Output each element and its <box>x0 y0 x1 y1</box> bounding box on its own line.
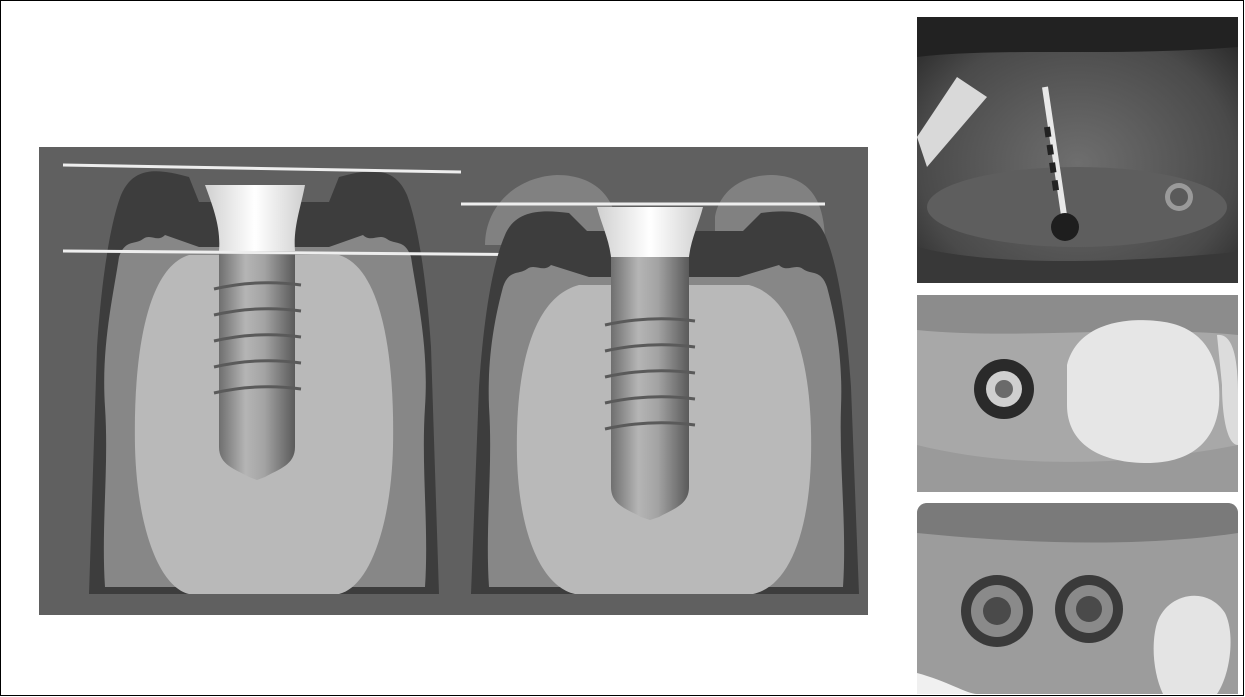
healing-abutment-photo <box>917 295 1238 492</box>
implant-left-icon <box>214 252 301 480</box>
two-implants-photo <box>917 503 1238 694</box>
tooth <box>1154 596 1231 694</box>
left-abutment <box>205 185 305 251</box>
crown <box>1067 320 1219 463</box>
implant-diagram <box>39 147 868 615</box>
implant-diagram-svg <box>39 147 868 615</box>
probing-photo <box>917 17 1238 283</box>
right-panel <box>461 175 859 594</box>
right-abutment <box>597 207 703 257</box>
implant-right-icon <box>605 257 695 520</box>
